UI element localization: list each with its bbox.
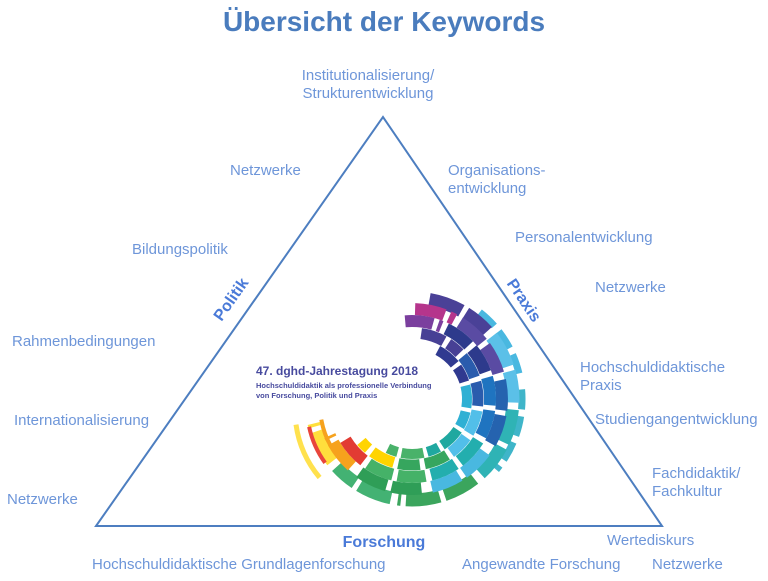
logo-arc-segment xyxy=(307,421,338,466)
keyword-netzwerke-top-left: Netzwerke xyxy=(230,162,301,179)
logo-arc-segment xyxy=(493,389,526,472)
logo-arc-segment xyxy=(365,458,427,483)
logo-arc-segment xyxy=(352,465,423,495)
logo-arc-segment xyxy=(307,426,327,464)
keyword-organisationsentwicklung: Organisations- entwicklung xyxy=(448,162,546,197)
logo-arc-segment xyxy=(337,432,368,466)
logo-arc-segment xyxy=(458,353,484,407)
logo-arc-segment xyxy=(486,332,520,403)
logo-subtitle-line1: Hochschuldidaktik als professionelle Ver… xyxy=(256,381,432,390)
logo-arc-segment xyxy=(475,408,519,479)
logo-arc-segment xyxy=(475,375,496,439)
dghd-logo-text: 47. dghd-Jahrestagung 2018 Hochschuldida… xyxy=(256,364,432,401)
logo-arc-segment xyxy=(396,473,479,507)
keyword-internationalisierung: Internationalisierung xyxy=(14,412,150,429)
dghd-logo-swirl xyxy=(293,293,526,507)
keyword-fachdidaktik-fachkultur: Fachdidaktik/ Fachkultur xyxy=(652,465,741,500)
keyword-netzwerke-bottom-right: Netzwerke xyxy=(652,556,723,573)
logo-arc-segment xyxy=(319,419,334,449)
logo-arc-segment xyxy=(483,379,508,450)
keyword-personalentwicklung: Personalentwicklung xyxy=(515,229,653,246)
logo-arc-segment xyxy=(435,345,470,384)
keyword-angewandte-forschung: Angewandte Forschung xyxy=(462,556,621,573)
logo-arc-segment xyxy=(429,436,484,481)
logo-arc-segment xyxy=(456,317,505,377)
logo-arc-segment xyxy=(477,309,524,381)
logo-arc-segment xyxy=(428,293,492,336)
triangle-outline xyxy=(94,115,664,527)
logo-subtitle-line2: von Forschung, Politik und Praxis xyxy=(256,391,378,400)
page-title: Übersicht der Keywords xyxy=(222,6,546,37)
keyword-rahmenbedingungen: Rahmenbedingungen xyxy=(12,333,156,350)
logo-arc-segment xyxy=(332,462,393,505)
keyword-wertediskurs: Wertediskurs xyxy=(607,532,695,549)
logo-arc-segment xyxy=(443,323,491,375)
keyword-netzwerke-bottom-left: Netzwerke xyxy=(7,491,78,508)
logo-arc-segment xyxy=(447,409,483,457)
logo-arc-segment xyxy=(357,437,396,468)
logo-arc-segment xyxy=(420,328,464,358)
logo-arc-segment xyxy=(397,450,450,471)
logo-arc-segment xyxy=(385,443,425,459)
logo-arc-segment xyxy=(455,384,472,430)
keyword-netzwerke-right: Netzwerke xyxy=(595,279,666,296)
keyword-institutionalisierung: Institutionalisierung/ Strukturentwicklu… xyxy=(301,67,435,102)
keyword-hochschuldidaktische-grundlagenforschung: Hochschuldidaktische Grundlagenforschung xyxy=(92,556,386,573)
logo-arc-segment xyxy=(414,303,458,325)
keyword-bildungspolitik: Bildungspolitik xyxy=(132,241,228,258)
triangle-edge-label-forschung: Forschung xyxy=(342,534,426,551)
logo-arc-segment xyxy=(293,424,322,480)
logo-arc-segment xyxy=(404,315,444,333)
logo-title: 47. dghd-Jahrestagung 2018 xyxy=(256,364,419,378)
keyword-hochschuldidaktische-praxis: Hochschuldidaktische Praxis xyxy=(580,359,726,394)
keyword-studiengangentwicklung: Studiengangentwicklung xyxy=(595,411,758,428)
logo-arc-segment xyxy=(324,432,356,471)
logo-arc-segment xyxy=(426,448,490,494)
logo-arc-segment xyxy=(425,426,462,457)
